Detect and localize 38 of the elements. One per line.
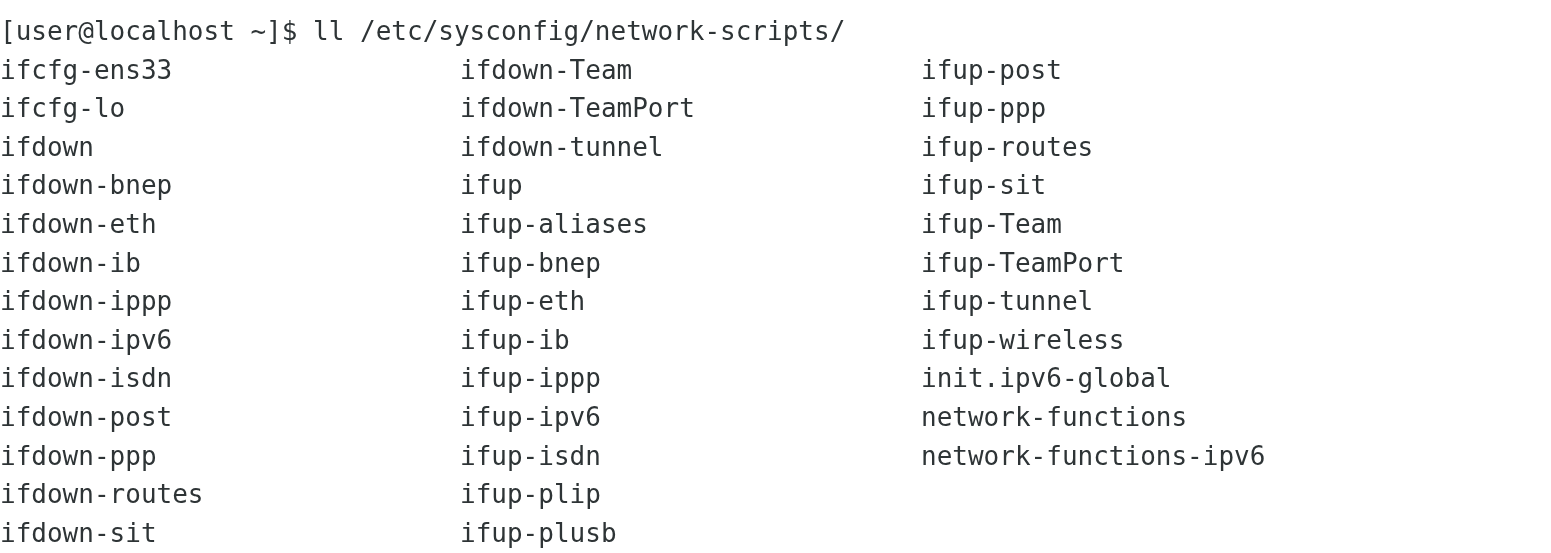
file-name: ifup-sit — [921, 170, 1047, 201]
file-name: ifup-ib — [460, 324, 570, 355]
file-name: ifdown-ib — [0, 247, 141, 278]
file-name: ifdown-bnep — [0, 170, 173, 201]
file-name: ifup-tunnel — [921, 286, 1094, 317]
file-name: network-functions-ipv6 — [921, 440, 1266, 471]
file-name: ifup-routes — [921, 131, 1094, 162]
file-name: ifup-ipv6 — [460, 402, 601, 432]
file-name: ifdown-routes — [0, 479, 204, 510]
file-name: ifdown-tunnel — [460, 131, 664, 162]
file-name: init.ipv6-global — [921, 363, 1172, 394]
file-name: ifup-post — [921, 54, 1062, 85]
file-name: network-functions — [921, 402, 1188, 432]
file-name: ifup-plip — [460, 479, 601, 510]
file-name: ifup-aliases — [460, 209, 648, 239]
command-line: [user@localhost ~]$ ll /etc/sysconfig/network-scripts/ — [0, 16, 846, 46]
file-name: ifup-TeamPort — [921, 247, 1125, 278]
file-name: ifup-isdn — [460, 440, 601, 471]
file-name: ifdown-sit — [0, 517, 157, 548]
file-name: ifdown-Team — [460, 54, 633, 85]
file-name: ifdown-ppp — [0, 440, 157, 471]
file-name: ifup-ppp — [921, 93, 1047, 124]
file-name: ifdown-isdn — [0, 363, 173, 394]
file-name: ifdown-ipv6 — [0, 324, 173, 355]
file-name: ifup-eth — [460, 286, 586, 317]
file-name: ifdown-ippp — [0, 286, 173, 317]
file-name: ifdown — [0, 131, 94, 162]
file-name: ifcfg-ens33 — [0, 54, 173, 85]
file-name: ifcfg-lo — [0, 93, 126, 124]
file-name: ifup-wireless — [921, 324, 1125, 355]
file-name: ifdown-post — [0, 402, 173, 432]
file-name: ifup-ippp — [460, 363, 601, 394]
file-name: ifup-plusb — [460, 517, 617, 548]
file-name: ifup-bnep — [460, 247, 601, 278]
file-name: ifup-Team — [921, 209, 1062, 239]
file-name: ifup — [460, 170, 523, 201]
file-name: ifdown-TeamPort — [460, 93, 695, 124]
file-name: ifdown-eth — [0, 209, 157, 239]
